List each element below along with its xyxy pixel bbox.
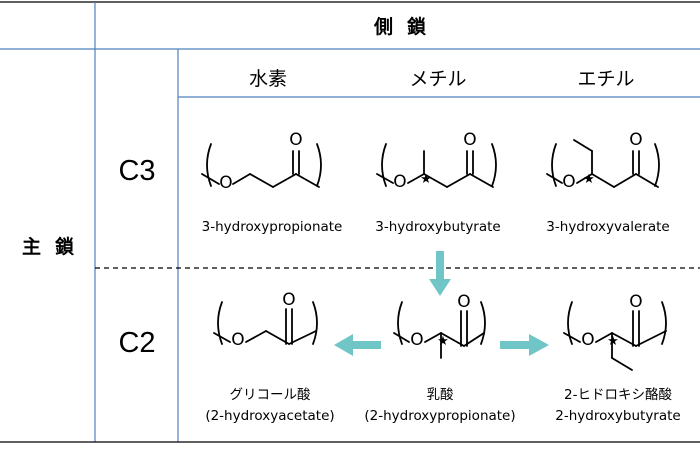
label-2-hydroxyacetate: (2-hydroxyacetate) [205,408,335,424]
arrow-right [500,334,549,356]
atom-oxygen: O [410,330,424,350]
atom-oxygen: O [581,330,595,350]
label-lactic-acid: 乳酸 [426,387,454,403]
label-glycolic-acid: グリコール酸 [229,387,311,403]
arrow-down [429,251,451,296]
chiral-star: ★ [420,172,432,187]
atom-oxygen: O [629,292,643,312]
structure-3-hydroxybutyrate [376,143,497,188]
atom-oxygen: O [629,130,643,150]
chiral-star: ★ [583,172,595,187]
atom-oxygen: O [231,330,245,350]
structure-lactic-acid [393,301,486,359]
structure-2-hydroxybutyrate [563,301,667,371]
chiral-star: ★ [437,334,449,349]
header-main-chain: 主鎖 [21,236,88,258]
label-3-hydroxypropionate: 3-hydroxypropionate [201,219,343,235]
atom-oxygen: O [457,292,471,312]
row-c3: C3 [118,155,156,187]
label-2-hydroxybutyric-acid: 2-ヒドロキシ酪酸 [564,387,672,403]
label-3-hydroxyvalerate: 3-hydroxyvalerate [546,219,670,235]
chiral-star: ★ [607,334,619,349]
atom-oxygen: O [393,172,407,192]
row-c2: C2 [118,327,156,359]
arrow-left [334,334,381,356]
atom-oxygen: O [562,172,576,192]
header-side-chain: 側鎖 [373,16,440,38]
column-ethyl: エチル [577,68,635,90]
atom-oxygen: O [219,173,233,193]
label-2-hydroxypropionate: (2-hydroxypropionate) [364,408,516,424]
label-3-hydroxybutyrate: 3-hydroxybutyrate [375,219,501,235]
label-2-hydroxybutyrate: 2-hydroxybutyrate [555,408,681,424]
structure-3-hydroxyvalerate [546,139,660,188]
column-methyl: メチル [409,68,467,90]
atom-oxygen: O [463,130,477,150]
structure-glycolic-acid [213,301,318,345]
structure-3-hydroxypropionate [201,143,322,188]
column-hydrogen: 水素 [248,68,287,90]
atom-oxygen: O [289,130,303,150]
atom-oxygen: O [282,290,296,310]
